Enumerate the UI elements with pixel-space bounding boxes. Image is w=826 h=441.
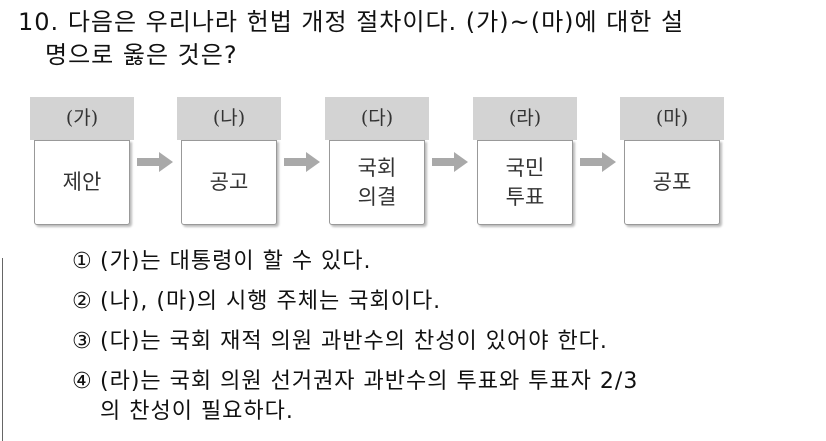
choice-text-continued: 의 찬성이 필요하다.	[100, 399, 294, 424]
arrow-right-icon	[137, 152, 173, 172]
step-label: (나)	[177, 97, 281, 140]
step-ra: (라) 국민 투표	[473, 97, 577, 228]
step-content: 제안	[34, 140, 130, 225]
step-content: 국회 의결	[329, 140, 425, 225]
step-da: (다) 국회 의결	[325, 97, 429, 228]
step-label: (라)	[473, 97, 577, 140]
question-text-line2: 명으로 옳은 것은?	[45, 41, 238, 69]
choice-text: (다)는 국회 재적 의원 과반수의 찬성이 있어야 한다.	[100, 329, 608, 354]
choice-1[interactable]: ① (가)는 대통령이 할 수 있다.	[72, 247, 372, 277]
choice-4[interactable]: ④ (라)는 국회 의원 선거권자 과반수의 투표와 투표자 2/3 의 찬성이 …	[72, 367, 638, 427]
step-content: 국민 투표	[477, 140, 573, 225]
step-label: (마)	[620, 97, 724, 140]
amendment-process-diagram: (가) 제안 (나) 공고 (다) 국회 의결 (라) 국민 투표 (마) 공포	[30, 97, 724, 228]
choice-number: ③	[72, 329, 93, 354]
step-na: (나) 공고	[177, 97, 281, 228]
step-ga: (가) 제안	[30, 97, 134, 228]
step-content: 공고	[181, 140, 277, 225]
question-number: 10.	[18, 8, 60, 36]
step-content: 공포	[624, 140, 720, 225]
step-label: (가)	[30, 97, 134, 140]
choice-3[interactable]: ③ (다)는 국회 재적 의원 과반수의 찬성이 있어야 한다.	[72, 327, 608, 357]
step-ma: (마) 공포	[620, 97, 724, 228]
arrow-right-icon	[580, 152, 616, 172]
choice-text: (가)는 대통령이 할 수 있다.	[100, 249, 372, 274]
question-text-line1: 다음은 우리나라 헌법 개정 절차이다. (가)~(마)에 대한 설	[67, 8, 685, 36]
step-label: (다)	[325, 97, 429, 140]
choice-number: ④	[72, 369, 93, 394]
choice-text: (나), (마)의 시행 주체는 국회이다.	[100, 289, 442, 314]
arrow-right-icon	[432, 152, 468, 172]
margin-divider	[2, 258, 3, 441]
arrow-right-icon	[284, 152, 320, 172]
choice-2[interactable]: ② (나), (마)의 시행 주체는 국회이다.	[72, 287, 441, 317]
choice-number: ①	[72, 249, 93, 274]
choice-number: ②	[72, 289, 93, 314]
question-stem: 10. 다음은 우리나라 헌법 개정 절차이다. (가)~(마)에 대한 설 명…	[18, 6, 684, 72]
choice-text: (라)는 국회 의원 선거권자 과반수의 투표와 투표자 2/3	[100, 369, 639, 394]
